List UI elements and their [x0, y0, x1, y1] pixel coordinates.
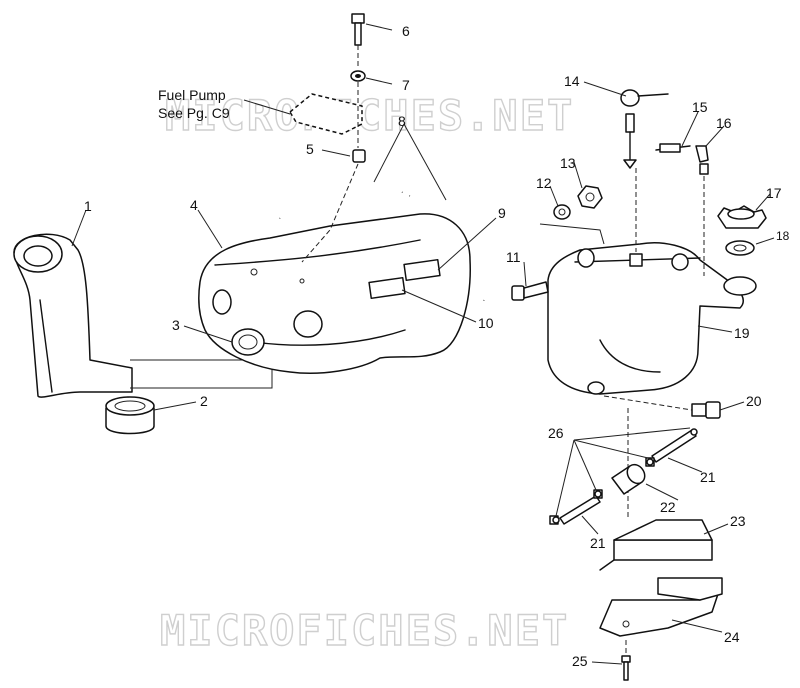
- fuel-pump: [289, 93, 363, 135]
- callout-2: 2: [200, 393, 208, 409]
- leader-lines: [71, 23, 775, 665]
- watermark-top: MICROFICHES.NET: [165, 91, 574, 140]
- elbow-fitting: [695, 145, 709, 175]
- callout-17: 17: [766, 185, 782, 201]
- callout-11: 11: [506, 249, 521, 265]
- callout-16: 16: [716, 115, 732, 131]
- callout-19: 19: [734, 325, 750, 341]
- outlet-fitting: [691, 401, 721, 419]
- fuel-filter: [611, 463, 646, 495]
- callout-21-lower: 21: [590, 535, 606, 551]
- clamps: [552, 428, 698, 524]
- callout-1: 1: [84, 198, 92, 214]
- callout-21-upper: 21: [700, 469, 716, 485]
- callout-24: 24: [724, 629, 740, 645]
- callout-4: 4: [190, 197, 198, 213]
- harness: [655, 143, 691, 153]
- fuel-pump-note-line2: See Pg. C9: [158, 105, 230, 121]
- callout-6: 6: [402, 23, 410, 39]
- grommet: [231, 328, 265, 356]
- callout-20: 20: [746, 393, 762, 409]
- mount-bolt: [511, 281, 549, 301]
- callout-3: 3: [172, 317, 180, 333]
- reservoir-cap: [717, 205, 767, 229]
- callout-12: 12: [536, 175, 552, 191]
- bolt-axis: [301, 45, 359, 263]
- callout-18: 18: [776, 229, 790, 243]
- fuel-pump-note-line1: Fuel Pump: [158, 87, 226, 103]
- watermark-bottom: MICROFICHES.NET: [160, 606, 569, 655]
- mount-guide: [539, 223, 605, 245]
- callout-8: 8: [398, 113, 406, 129]
- fuel-hoses: [278, 180, 490, 301]
- screw: [621, 655, 631, 681]
- washer: [350, 70, 366, 82]
- callout-14: 14: [564, 73, 580, 89]
- callout-26: 26: [548, 425, 564, 441]
- filler-neck: [13, 233, 133, 398]
- callout-10: 10: [478, 315, 494, 331]
- bolt: [351, 13, 365, 46]
- nut: [352, 149, 366, 163]
- fuel-line-upper: [645, 429, 697, 467]
- callout-13: 13: [560, 155, 576, 171]
- callout-22: 22: [660, 499, 676, 515]
- filler-cap: [105, 396, 155, 435]
- callout-labels: 1 2 3 4 5 6 7 8 9 10 11 12 13 14 15 16 1…: [84, 23, 790, 669]
- reservoir: [547, 242, 757, 395]
- callout-15: 15: [692, 99, 708, 115]
- mounting-plate: [599, 577, 723, 637]
- callout-23: 23: [730, 513, 746, 529]
- mount-nut: [577, 185, 603, 209]
- cap-gasket: [725, 240, 755, 256]
- outlet-axis: [603, 395, 693, 411]
- level-sender: [620, 89, 669, 169]
- callout-7: 7: [402, 77, 410, 93]
- callout-9: 9: [498, 205, 506, 221]
- mount-washer: [553, 204, 571, 220]
- callout-25: 25: [572, 653, 588, 669]
- callout-5: 5: [306, 141, 314, 157]
- strap-bracket: [599, 519, 713, 571]
- neck-to-cap-guide: [130, 359, 273, 389]
